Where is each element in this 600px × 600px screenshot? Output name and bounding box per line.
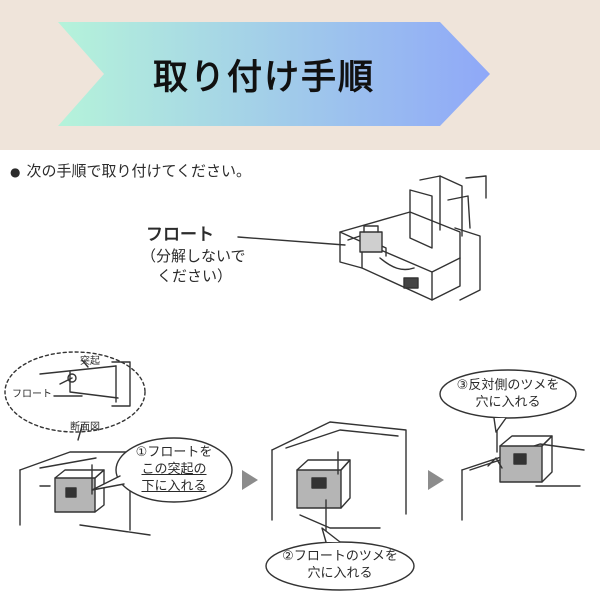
step-bubbles: [91, 369, 577, 591]
next-arrow-1: [242, 470, 258, 490]
next-arrow-2: [428, 470, 444, 490]
section-view-label: 断面図: [70, 422, 100, 433]
page-title: 取り付け手順: [152, 57, 375, 98]
step3-text: ③反対側のツメを 穴に入れる: [444, 377, 572, 411]
step1-figure: [19, 451, 151, 536]
section-detail: [4, 351, 146, 441]
float-case-figure: [237, 175, 487, 301]
protrusion-label: 突起: [80, 356, 100, 367]
float-note: （分解しないで ください）: [141, 246, 246, 286]
step2-line2: 穴に入れる: [307, 566, 373, 581]
step3-line2: 穴に入れる: [475, 395, 541, 410]
float-note-line2: ください）: [157, 267, 233, 285]
step2-line1: ②フロートのツメを: [282, 549, 398, 564]
intro-text: ● 次の手順で取り付けてください。: [10, 160, 251, 181]
bullet: ●: [10, 165, 21, 179]
step2-figure: [271, 421, 407, 541]
step2-text: ②フロートのツメを 穴に入れる: [270, 548, 410, 582]
float-note-line1: （分解しないで: [141, 247, 246, 265]
step1-line2: この突起の: [141, 462, 207, 477]
intro-sentence: 次の手順で取り付けてください。: [26, 162, 252, 180]
step1-text: ①フロートを この突起の 下に入れる: [124, 444, 224, 495]
step3-figure: [461, 413, 585, 521]
title-banner-arrow: [58, 22, 490, 126]
detail-float-label: フロート: [12, 389, 52, 400]
step1-line1: ①フロートを: [135, 445, 213, 460]
step1-line3: 下に入れる: [141, 479, 207, 494]
float-label: フロート: [146, 225, 214, 245]
step3-line1: ③反対側のツメを: [456, 378, 560, 393]
